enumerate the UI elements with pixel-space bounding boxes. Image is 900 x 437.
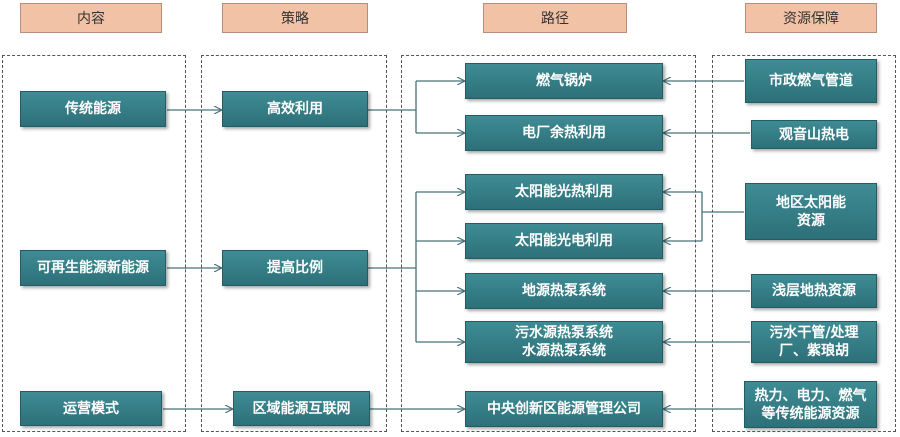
box-ground-source-heat-pump: 地源热泵系统 xyxy=(465,273,663,309)
frame-resources xyxy=(712,55,896,432)
box-shallow-geothermal: 浅层地热资源 xyxy=(751,274,877,308)
box-plant-waste-heat: 电厂余热利用 xyxy=(465,115,663,151)
box-municipal-gas-pipeline: 市政燃气管道 xyxy=(745,59,877,103)
box-traditional-energy: 传统能源 xyxy=(20,91,166,127)
header-path: 路径 xyxy=(483,3,627,33)
box-solar-pv: 太阳能光电利用 xyxy=(465,223,663,259)
box-energy-management-company: 中央创新区能源管理公司 xyxy=(465,391,663,427)
box-operation-mode: 运营模式 xyxy=(20,391,162,426)
frame-strategy xyxy=(201,55,387,432)
box-traditional-energy-resources: 热力、电力、燃气 等传统能源资源 xyxy=(744,381,877,428)
box-sewage-source-heat-pump: 污水源热泵系统 水源热泵系统 xyxy=(465,321,663,363)
frame-path xyxy=(401,55,696,432)
box-guanyinshan-power: 观音山热电 xyxy=(751,120,877,149)
box-solar-thermal: 太阳能光热利用 xyxy=(465,174,663,210)
box-increase-ratio: 提高比例 xyxy=(222,250,368,286)
box-gas-boiler: 燃气锅炉 xyxy=(465,63,663,99)
header-content: 内容 xyxy=(20,3,162,33)
box-regional-solar-resource: 地区太阳能 资源 xyxy=(745,183,877,240)
header-resources: 资源保障 xyxy=(745,3,877,33)
box-district-energy-internet: 区域能源互联网 xyxy=(233,391,370,426)
box-efficient-use: 高效利用 xyxy=(222,91,368,127)
box-renewable-energy: 可再生能源新能源 xyxy=(20,250,166,286)
frame-content xyxy=(2,55,186,432)
box-sewage-main: 污水干管/处理 厂、紫琅胡 xyxy=(751,321,877,363)
header-strategy: 策略 xyxy=(222,3,368,33)
